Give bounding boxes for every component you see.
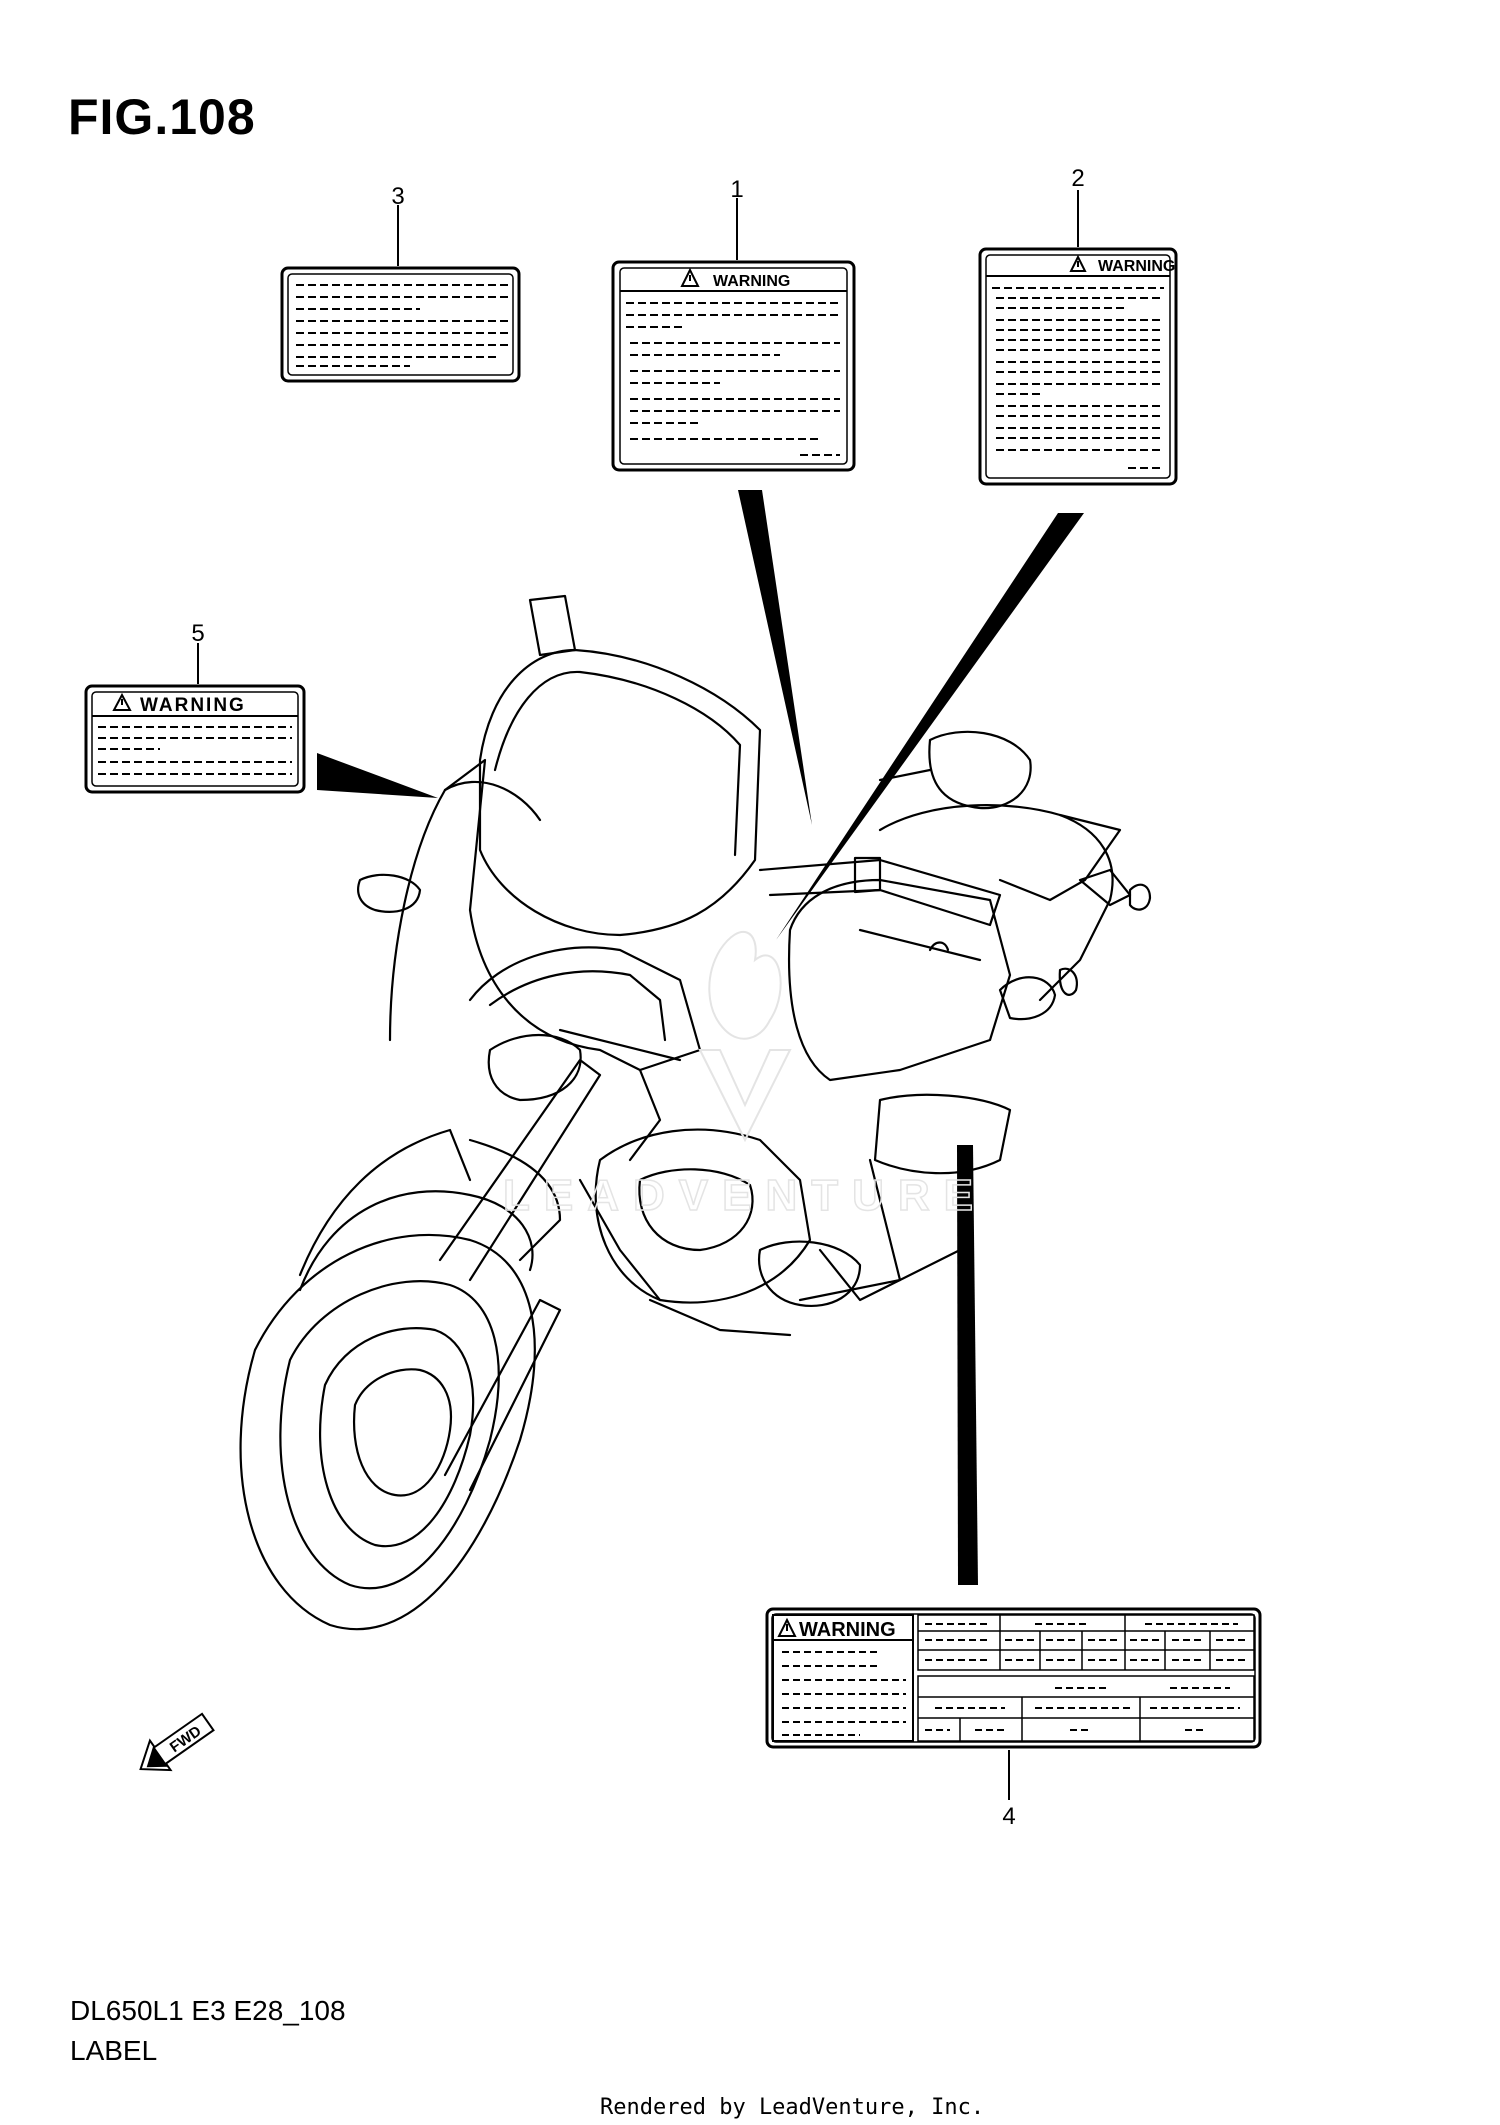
label-4-sticker[interactable]: WARNING	[765, 1607, 1262, 1749]
callout-5[interactable]: 5	[191, 620, 204, 647]
label-5-sticker[interactable]: WARNING	[84, 684, 306, 794]
warning-triangle-icon	[777, 1617, 797, 1637]
label-3-sticker[interactable]	[280, 266, 521, 383]
motorcycle-illustration	[239, 594, 1152, 1631]
label-1-sticker[interactable]: WARNING	[611, 260, 856, 472]
watermark-logo-icon	[698, 930, 792, 1143]
rendered-by-credit: Rendered by LeadVenture, Inc.	[600, 2095, 985, 2120]
section-name: LABEL	[70, 2035, 158, 2066]
warning-triangle-icon	[1069, 254, 1087, 272]
warning-triangle-icon	[680, 267, 700, 287]
figure-title: FIG.108	[68, 89, 256, 145]
label-5-warning-text: WARNING	[140, 695, 246, 716]
label-2-warning-text: WARNING	[1098, 258, 1175, 275]
label-2-sticker[interactable]: WARNING	[978, 247, 1178, 486]
pointer-wedges	[317, 490, 1084, 1585]
callout-2[interactable]: 2	[1071, 165, 1084, 192]
fwd-label: FWD	[167, 1722, 205, 1756]
callout-3[interactable]: 3	[391, 183, 404, 210]
callout-1[interactable]: 1	[730, 176, 743, 203]
watermark-text: LEADVENTURE	[503, 1171, 987, 1220]
callout-4[interactable]: 4	[1002, 1803, 1015, 1830]
label-4-warning-text: WARNING	[799, 1619, 896, 1641]
fwd-arrow-icon: FWD	[139, 1712, 215, 1772]
model-code: DL650L1 E3 E28_108	[70, 1995, 346, 2026]
label-1-warning-text: WARNING	[713, 273, 790, 290]
warning-triangle-icon	[112, 692, 132, 711]
